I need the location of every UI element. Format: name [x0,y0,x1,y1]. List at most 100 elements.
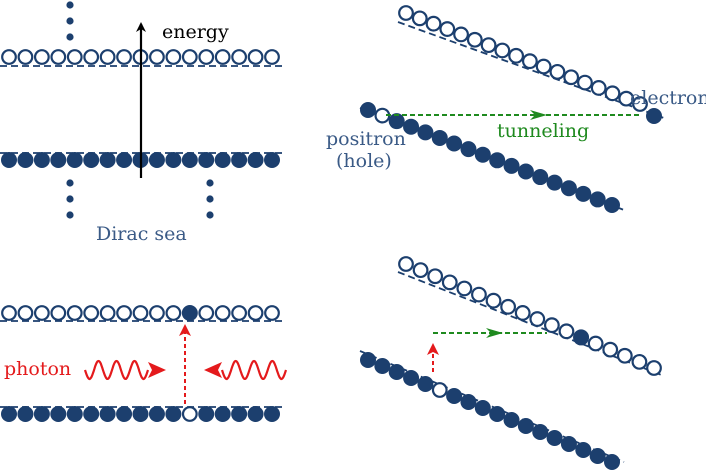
empty-state [398,256,414,272]
continuation-dot [206,211,214,219]
filled-state [247,152,264,168]
empty-state [618,90,635,107]
filled-state [575,185,592,202]
empty-state [563,69,580,86]
filled-state [231,152,248,168]
hole-label: (hole) [336,150,392,172]
continuation-dot [66,211,74,219]
filled-state [181,305,198,321]
filled-state [573,329,590,346]
filled-state [575,442,592,458]
tunneling-label: tunneling [497,120,589,142]
empty-state [508,47,525,64]
empty-state [1,49,17,65]
empty-state [247,305,264,321]
empty-state [494,42,511,59]
empty-state [181,406,198,422]
empty-state [604,85,621,102]
filled-state [532,424,549,440]
filled-state [546,174,563,191]
empty-state [17,49,34,65]
empty-state [214,305,231,321]
photon-label: photon [4,358,71,380]
photon-arrowhead-right [148,362,166,378]
filled-state [474,400,491,416]
filled-state [165,406,182,422]
continuation-dot [66,33,74,41]
filled-state [560,436,577,452]
empty-state [431,382,448,398]
filled-state [532,169,549,186]
filled-state [66,152,83,168]
empty-state [558,323,575,340]
photon-wave [220,359,288,381]
filled-state [214,152,231,168]
empty-state [485,292,502,309]
filled-state [431,129,448,146]
filled-state [247,406,264,422]
filled-state [646,108,662,124]
filled-state [116,406,133,422]
continuation-dot [206,179,214,187]
continuation-dot [206,195,214,203]
empty-state [441,274,458,291]
empty-state [198,305,215,321]
empty-state [412,262,429,279]
filled-state [50,406,67,422]
filled-state [99,152,116,168]
filled-state [83,152,100,168]
filled-state [181,152,198,168]
filled-state [148,152,165,168]
empty-state [132,305,149,321]
empty-state [398,5,414,21]
empty-state [214,49,231,65]
band-dashed-line [397,271,665,377]
empty-state [590,80,607,96]
filled-state [132,406,149,422]
empty-state [1,305,17,321]
filled-state [388,364,405,380]
empty-state [247,49,264,65]
filled-state [214,406,231,422]
empty-state [602,341,619,358]
empty-state [99,49,116,65]
empty-state [535,58,552,75]
filled-state [446,388,463,404]
empty-state [149,305,165,321]
filled-state [33,152,50,168]
empty-state [116,305,132,321]
panel-photon-absorption [0,305,288,422]
filled-state [589,448,606,464]
empty-state [587,335,604,352]
filled-state [403,370,420,386]
empty-state [66,305,83,321]
empty-state [425,15,442,32]
empty-state [411,10,428,27]
filled-state [460,394,477,410]
filled-state [17,152,34,168]
filled-state [99,406,116,422]
photon-wave [83,359,150,381]
empty-state [439,21,456,37]
filled-state [264,152,280,168]
panel-flat-bands [0,1,285,219]
panel-tilted-tunneling [359,5,665,213]
empty-state [529,311,546,327]
filled-state [360,102,376,118]
filled-state [546,430,563,446]
filled-state [604,197,620,213]
filled-state [374,358,391,374]
empty-state [165,305,182,321]
filled-state [165,152,182,168]
filled-state [417,376,434,392]
filled-state [360,352,376,368]
filled-state [264,406,280,422]
empty-state [50,49,67,65]
empty-state [480,37,497,54]
filled-state [446,135,463,152]
tunneling-arrowhead [530,110,547,120]
empty-state [577,74,593,91]
empty-state [99,305,116,321]
empty-state [17,305,34,321]
empty-state [471,286,487,303]
